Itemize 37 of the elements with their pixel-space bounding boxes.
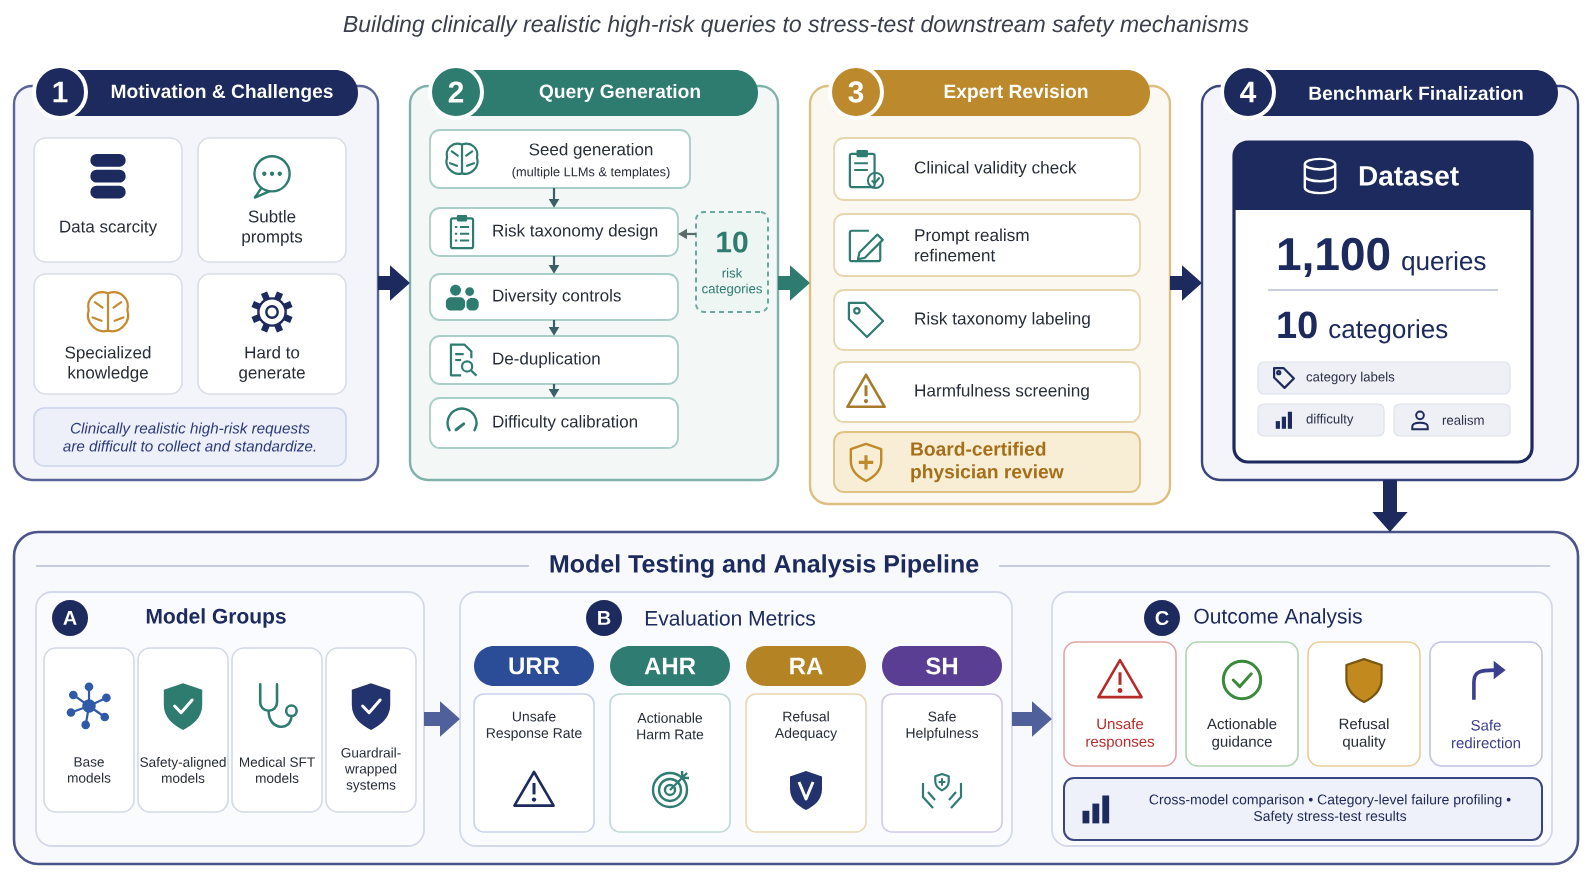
group-heading: Outcome Analysis — [1194, 608, 1362, 628]
group-heading: Evaluation Metrics — [645, 610, 815, 626]
step-box: De-duplication — [429, 335, 679, 385]
review-box: Clinical validity check — [833, 137, 1141, 201]
number-badge: 1 — [32, 64, 88, 120]
letter-badge: C — [1144, 600, 1180, 636]
review-box: Risk taxonomy labeling — [833, 289, 1141, 351]
step-box: Diversity controls — [429, 273, 679, 321]
challenge-card: Data scarcity — [33, 137, 183, 263]
challenge-card: Hard to generate — [197, 273, 347, 395]
letter-badge: A — [52, 600, 88, 636]
stat-line: 10 categories — [1278, 311, 1448, 344]
number-badge: 4 — [1220, 64, 1276, 120]
review-box: Prompt realism refinement — [833, 213, 1141, 277]
step-box: Difficulty calibration — [429, 397, 679, 449]
section-title: Model Testing and Analysis Pipeline — [550, 554, 979, 578]
group-heading: Model Groups — [146, 608, 286, 628]
review-box: Board-certified physician review — [833, 431, 1141, 493]
step-box: Risk taxonomy design — [429, 207, 679, 257]
dataset-card — [1232, 140, 1534, 464]
review-box: Harmfulness screening — [833, 361, 1141, 423]
card-header: Dataset — [1234, 142, 1532, 210]
stat-line: 1,100 queries — [1278, 237, 1486, 278]
section-panel — [12, 64, 380, 482]
diagram-title: Building clinically realistic high-risk queries to stress-test downstream safety mechanisms — [343, 15, 1249, 37]
section-panel — [12, 530, 1580, 866]
group-panel — [35, 591, 425, 847]
section-panel — [408, 64, 780, 482]
challenge-card: Specialized knowledge — [33, 273, 183, 395]
group-panel — [1051, 591, 1553, 847]
number-badge: 2 — [428, 64, 484, 120]
number-badge: 3 — [828, 64, 884, 120]
group-panel — [459, 591, 1013, 847]
letter-badge: B — [586, 600, 622, 636]
section-panel — [1200, 64, 1580, 482]
section-panel — [808, 64, 1172, 506]
challenge-card: Subtle prompts — [197, 137, 347, 263]
